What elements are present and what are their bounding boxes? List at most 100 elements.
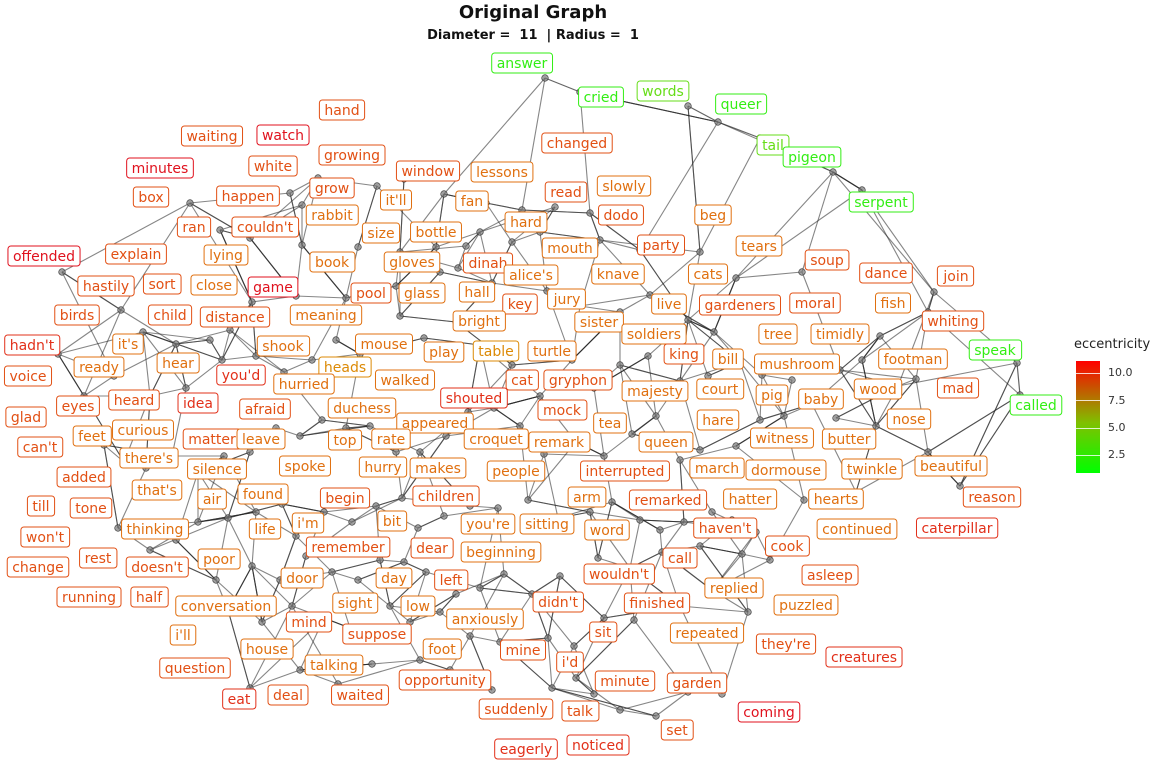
- node-label-text: question: [165, 661, 225, 677]
- graph-edge: [142, 331, 151, 397]
- node-label-text: called: [1015, 398, 1057, 414]
- graph-vertex: [956, 482, 964, 490]
- node-label-frame: [216, 364, 266, 386]
- graph-edge: [389, 605, 411, 623]
- node-label-box: till: [26, 495, 56, 517]
- node-label-box: witness: [750, 427, 814, 449]
- graph-vertex: [508, 238, 516, 246]
- node-label-frame: [505, 369, 539, 391]
- node-label-box: rest: [79, 547, 118, 569]
- graph-edge: [687, 319, 715, 333]
- graph-vertex: [414, 524, 422, 532]
- graph-vertex: [1013, 359, 1021, 367]
- graph-edge: [875, 378, 917, 427]
- node-label-box: wouldn't: [583, 563, 655, 585]
- node-label-box: coming: [737, 701, 801, 723]
- node-label-text: talk: [567, 704, 594, 720]
- node-label-box: low: [400, 595, 436, 617]
- node-label-text: day: [381, 571, 407, 587]
- node-label-box: suddenly: [478, 698, 554, 720]
- graph-vertex: [117, 306, 125, 314]
- node-label-box: appeared: [396, 412, 474, 434]
- node-label-text: can't: [23, 440, 58, 456]
- chart-subtitle: Diameter = 11 | Radius = 1: [427, 28, 639, 43]
- graph-edge: [103, 444, 119, 529]
- node-label-box: offended: [7, 245, 81, 267]
- node-label-text: sitting: [525, 517, 569, 533]
- node-label-text: majesty: [627, 384, 683, 400]
- node-label-frame: [79, 547, 118, 569]
- node-label-frame: [240, 638, 294, 660]
- node-label-text: makes: [415, 461, 461, 477]
- node-label-frame: [583, 563, 655, 585]
- node-label-frame: [309, 177, 355, 199]
- node-label-frame: [396, 412, 474, 434]
- node-label-frame: [693, 517, 758, 539]
- node-label-text: court: [702, 382, 739, 398]
- node-label-frame: [712, 348, 744, 370]
- node-label-text: distance: [205, 310, 264, 326]
- graph-edge: [295, 295, 347, 299]
- node-label-box: repeated: [669, 622, 745, 644]
- graph-edge: [832, 171, 935, 293]
- graph-edge: [399, 245, 467, 253]
- node-label-text: puzzled: [779, 598, 833, 614]
- node-label-frame: [422, 638, 462, 660]
- node-label-box: door: [280, 567, 324, 589]
- node-label-frame: [859, 262, 913, 284]
- node-label-box: afraid: [239, 398, 291, 420]
- graph-edge: [521, 77, 546, 211]
- node-label-text: it's: [118, 337, 139, 353]
- graph-edge: [83, 309, 122, 397]
- graph-edge: [639, 519, 685, 523]
- node-label-box: explain: [105, 243, 167, 265]
- graph-edge: [611, 501, 661, 531]
- node-label-box: join: [936, 265, 975, 287]
- node-label-frame: [434, 569, 469, 591]
- node-label-box: hurried: [273, 373, 335, 395]
- node-label-frame: [132, 186, 170, 208]
- node-label-text: fish: [881, 296, 906, 312]
- graph-vertex: [372, 502, 380, 510]
- node-label-frame: [704, 577, 764, 599]
- graph-edge: [83, 375, 115, 397]
- node-label-frame: [596, 175, 652, 197]
- graph-edge: [717, 121, 761, 139]
- graph-vertex: [744, 608, 752, 616]
- node-label-text: deal: [273, 688, 303, 704]
- node-label-text: pig: [761, 388, 783, 404]
- node-label-text: rabbit: [311, 208, 353, 224]
- node-label-text: changed: [547, 136, 607, 152]
- graph-vertex: [376, 556, 384, 564]
- node-label-text: pool: [356, 286, 386, 302]
- node-label-frame: [848, 191, 914, 213]
- node-label-frame: [332, 592, 379, 614]
- node-label-text: eagerly: [500, 742, 553, 758]
- node-label-box: eagerly: [494, 738, 558, 760]
- graph-vertex: [628, 430, 636, 438]
- graph-edge: [897, 362, 1018, 387]
- node-label-text: cats: [693, 267, 722, 283]
- node-label-frame: [285, 611, 333, 633]
- node-label-frame: [383, 251, 441, 273]
- graph-edge: [619, 294, 651, 313]
- node-label-box: ready: [73, 356, 125, 378]
- graph-vertex: [206, 336, 214, 344]
- graph-vertex: [710, 328, 718, 336]
- node-label-text: growing: [324, 148, 380, 164]
- graph-vertex: [182, 384, 190, 392]
- node-label-text: conversation: [181, 599, 271, 615]
- node-label-text: window: [401, 164, 454, 180]
- graph-vertex: [373, 182, 381, 190]
- node-label-text: play: [429, 345, 459, 361]
- graph-edge: [321, 419, 371, 427]
- node-label-box: key: [502, 293, 538, 315]
- graph-edge: [291, 571, 333, 607]
- node-label-box: leave: [236, 428, 286, 450]
- node-label-frame: [379, 189, 413, 211]
- node-label-frame: [519, 513, 575, 535]
- node-label-box: idea: [177, 392, 219, 414]
- node-label-text: remark: [534, 435, 585, 451]
- node-label-box: there's: [119, 447, 179, 469]
